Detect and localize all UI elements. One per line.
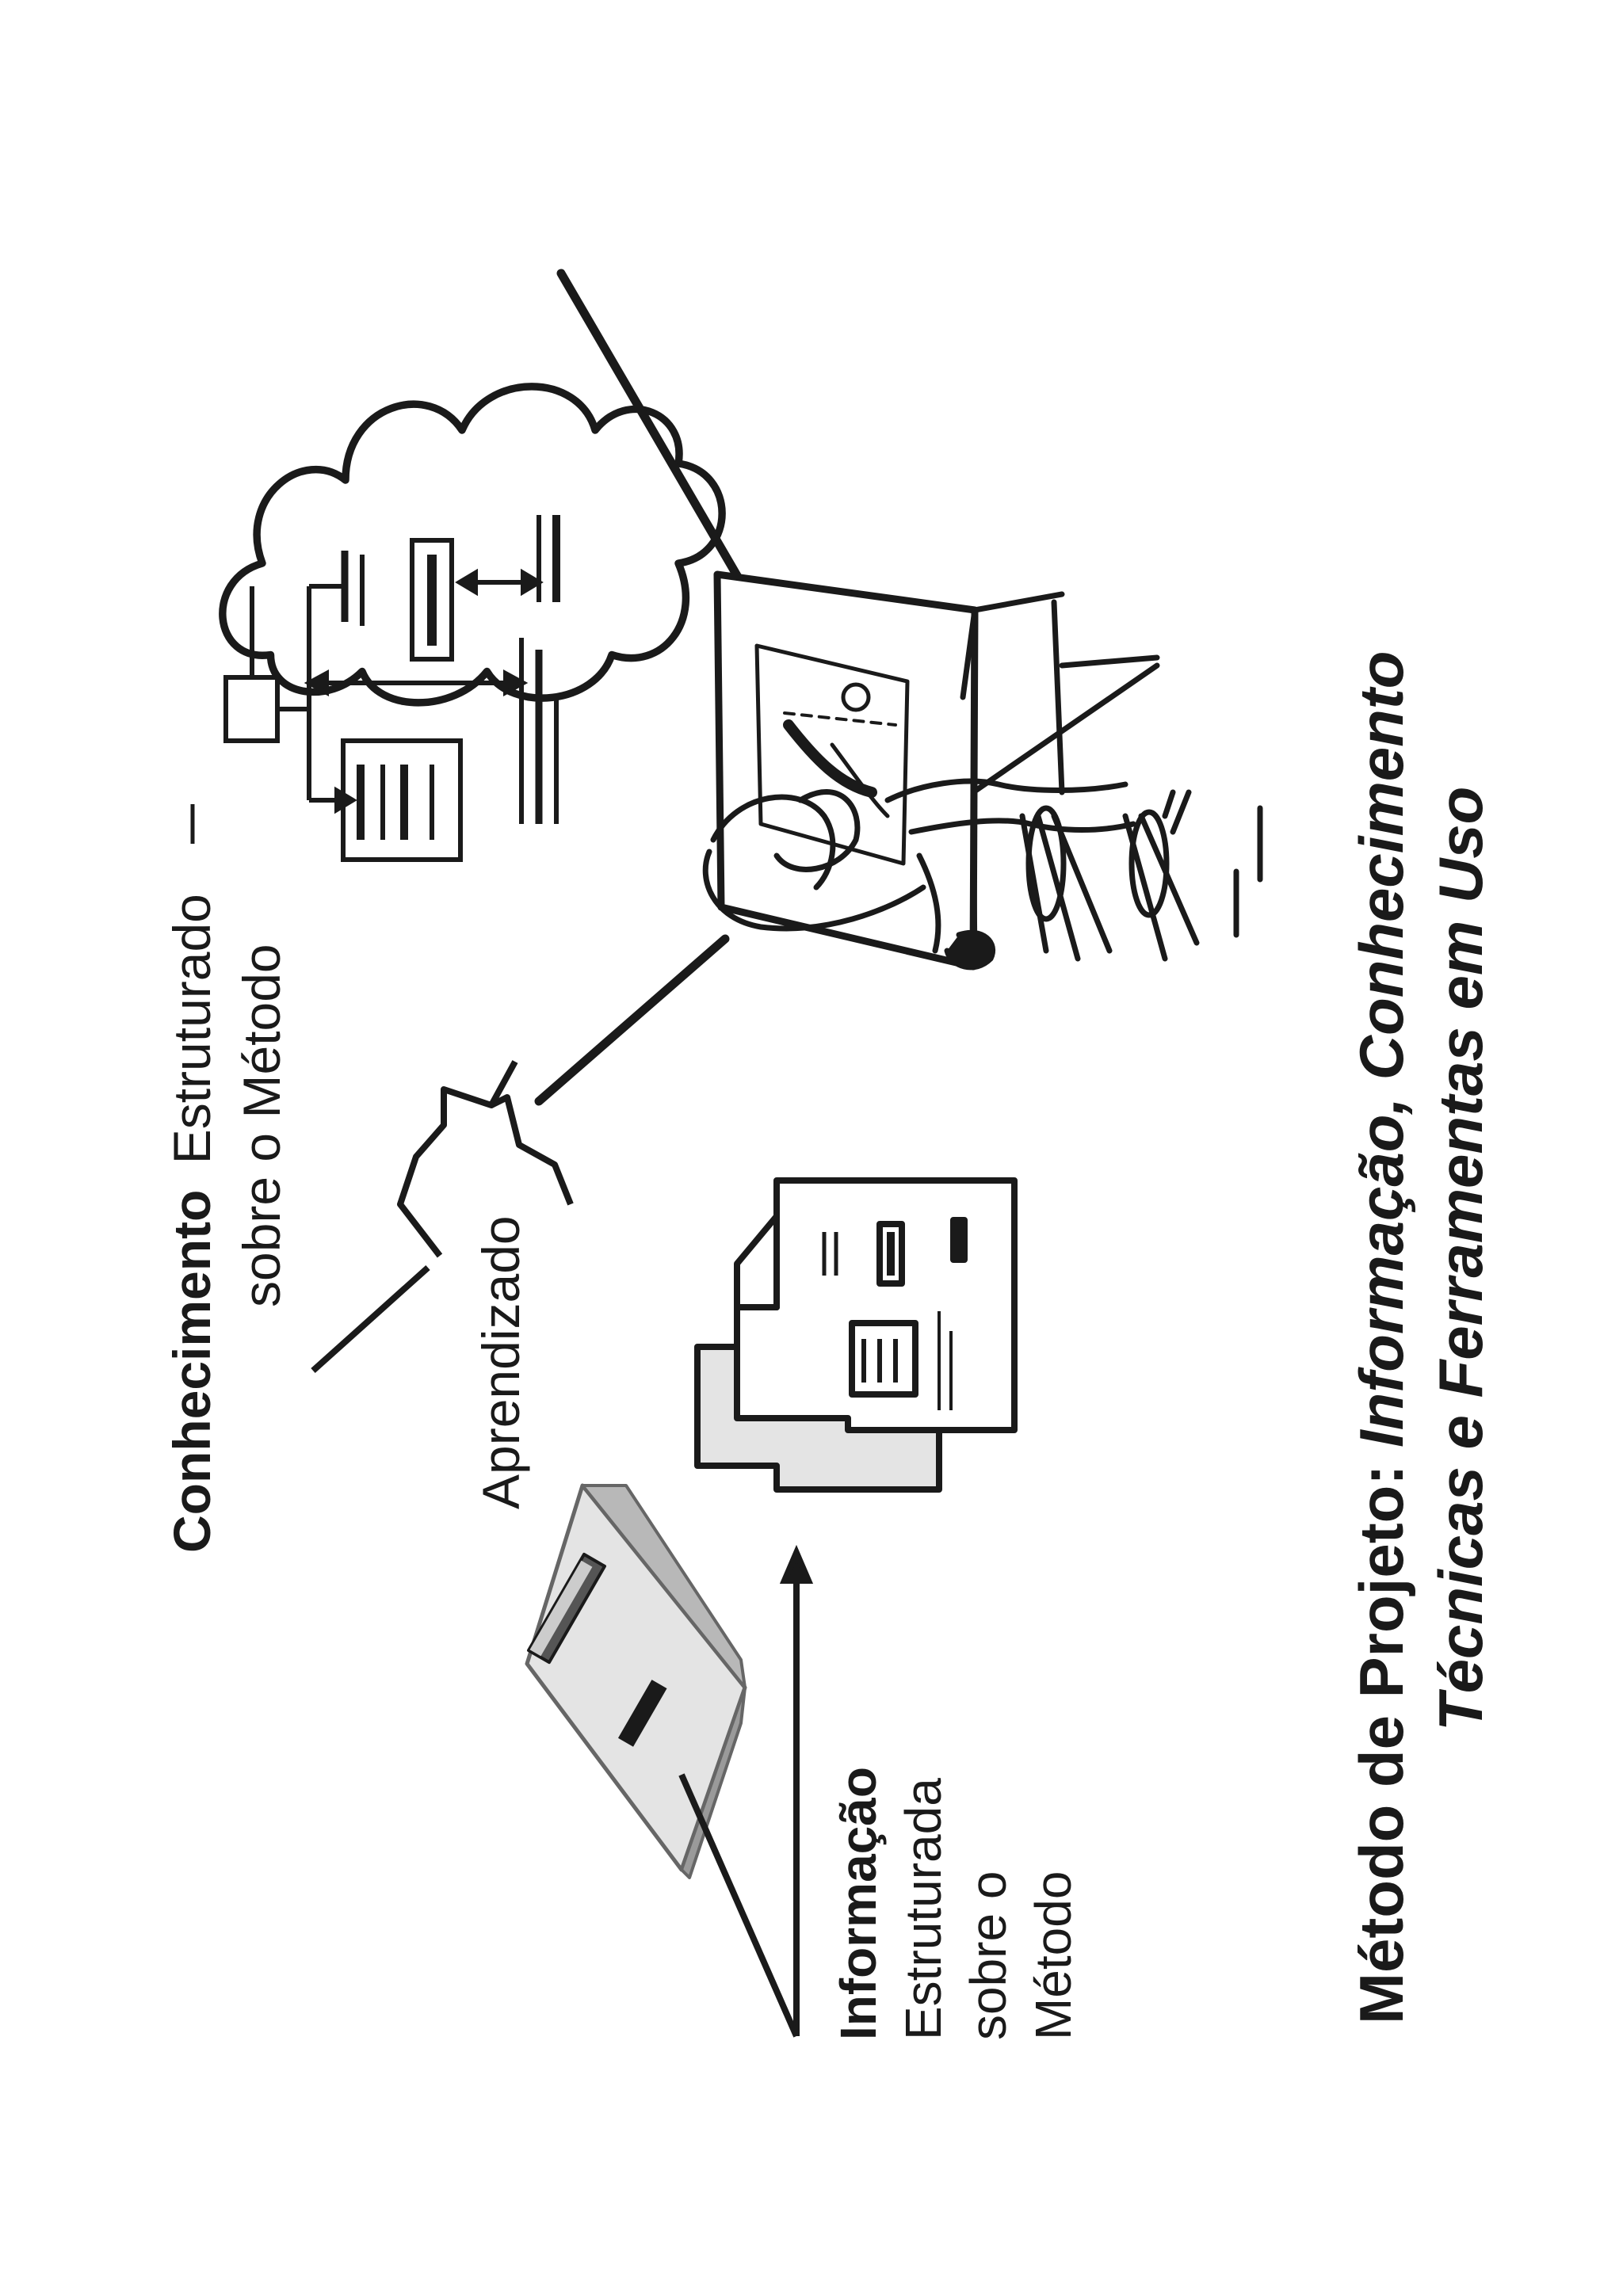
information-label-line4: Método xyxy=(1025,1871,1082,2040)
svg-text:Conhecimento Estruturado: Conhecimento Estruturado xyxy=(162,894,221,1553)
caption-plain: Método de Projeto: xyxy=(1346,1447,1416,2024)
knowledge-label-bold: Conhecimento xyxy=(162,1190,221,1553)
book-icon xyxy=(525,1483,747,1879)
knowledge-cloud xyxy=(219,383,726,707)
documents-stack-icon xyxy=(694,1177,1018,1493)
information-label-line3: sobre o xyxy=(960,1871,1017,2040)
caption-italic-line2: Técnicas e Ferramentas em Uso xyxy=(1426,787,1495,1731)
information-label-line2: Estruturada xyxy=(895,1778,952,2040)
information-arrows xyxy=(678,1544,814,2038)
designer-at-drafting-table-illustration xyxy=(534,269,1263,1106)
knowledge-label-line2: sobre o Método xyxy=(232,944,291,1307)
svg-text:Método de Projeto: Info: Método de Projeto: Informação, Conhecime… xyxy=(1346,651,1416,2024)
information-label-bold: Informação xyxy=(830,1767,887,2040)
caption-italic-line1: Informação, Conhecimento xyxy=(1346,651,1416,1447)
knowledge-label-rest: Estruturado xyxy=(162,894,221,1164)
learning-label: Aprendizado xyxy=(472,1215,530,1509)
learning-symbol xyxy=(311,1060,574,1373)
knowledge-structure-diagram xyxy=(223,515,560,862)
